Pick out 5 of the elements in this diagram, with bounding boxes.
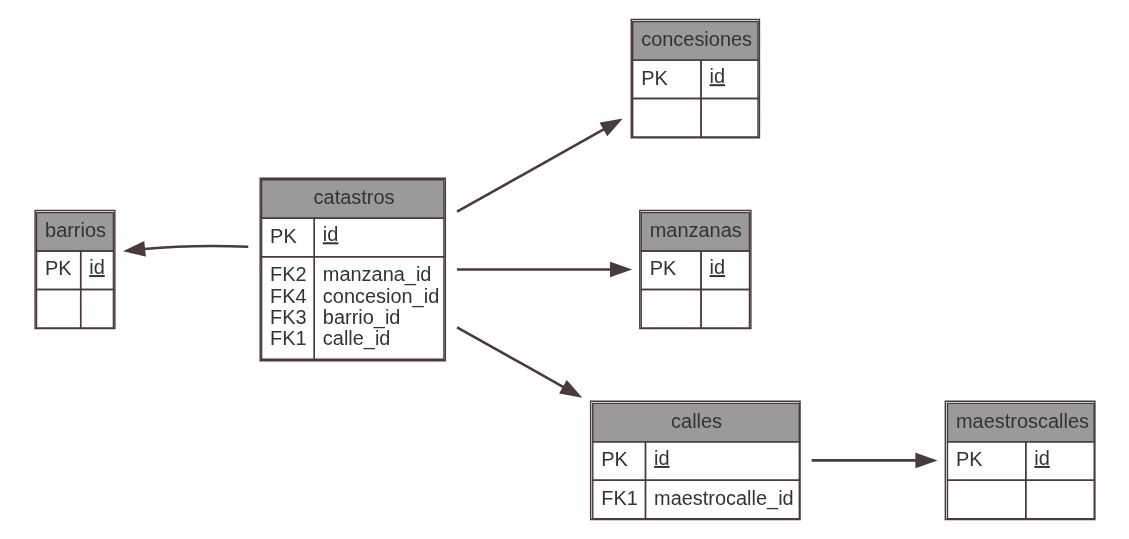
arrow	[811, 452, 938, 469]
arrow	[122, 241, 248, 257]
arrow	[455, 326, 582, 398]
arrow	[456, 261, 632, 278]
arrow	[455, 118, 623, 213]
